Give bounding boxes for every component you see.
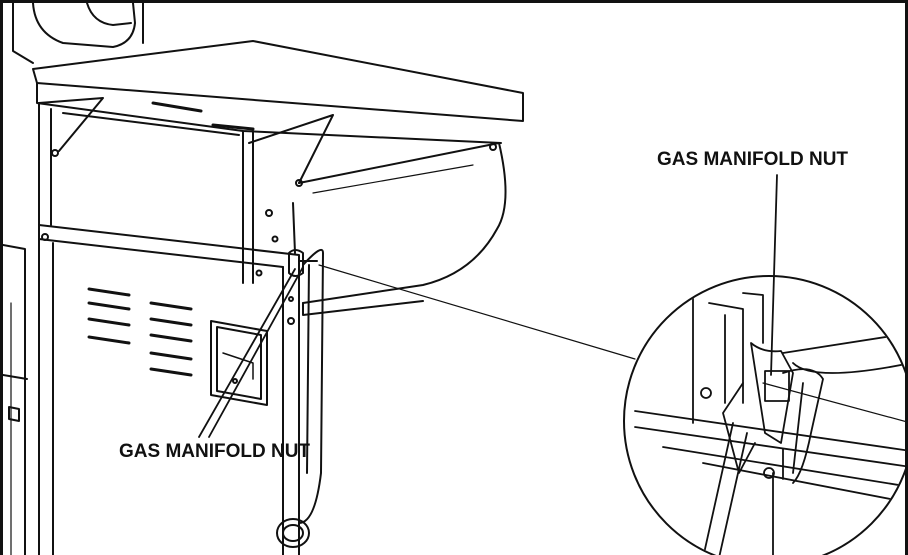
magnified-inset [623,275,905,555]
side-burner-box [32,40,524,316]
grill-illustration [3,3,905,555]
gas-manifold-nut-label: GAS MANIFOLD NUT [119,441,311,462]
callout-leaders [198,174,778,438]
rear-housing [12,3,144,64]
gas-manifold-nut-inset-label: GAS MANIFOLD NUT [657,149,849,170]
cabinet-panel [3,224,300,555]
gas-hose [276,249,324,548]
